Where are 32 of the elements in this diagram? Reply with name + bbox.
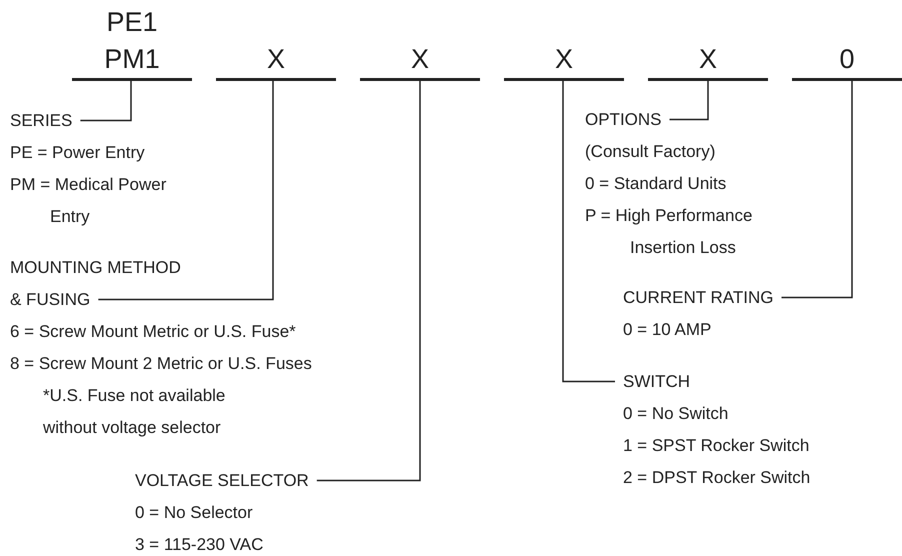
leader-line: [670, 81, 709, 120]
field-heading: CURRENT RATING: [623, 287, 774, 309]
leader-line: [562, 81, 615, 382]
option-code: 0 = No Switch: [623, 403, 730, 425]
option-code: 1 = SPST Rocker Switch: [623, 435, 810, 457]
leader-line: [316, 81, 421, 482]
field-heading: VOLTAGE SELECTOR: [135, 470, 310, 492]
leader-line: [98, 81, 274, 300]
option-code: (Consult Factory): [585, 141, 716, 163]
footnote: *U.S. Fuse not available without voltage selector: [42, 385, 226, 439]
leader-line: [782, 81, 853, 298]
code-position: X: [648, 4, 768, 81]
option-code: 0 = No Selector: [135, 502, 254, 524]
code-position: X: [216, 4, 336, 81]
option-code: PM = Medical Power Entry: [10, 174, 168, 228]
code-position: X: [504, 4, 624, 81]
option-code: P = High Performance Insertion Loss: [585, 205, 754, 259]
field-heading: SWITCH: [623, 371, 692, 393]
option-code: 0 = 10 AMP: [623, 319, 712, 341]
field-heading: OPTIONS: [585, 109, 663, 131]
option-code: 0 = Standard Units: [585, 173, 728, 195]
field-heading: SERIES: [10, 110, 74, 132]
option-code: 2 = DPST Rocker Switch: [623, 467, 812, 489]
code-position: PE1 PM1: [72, 4, 192, 81]
option-code: 6 = Screw Mount Metric or U.S. Fuse*: [10, 321, 297, 343]
option-code: 3 = 115-230 VAC: [135, 534, 264, 556]
option-code: 8 = Screw Mount 2 Metric or U.S. Fuses: [10, 353, 313, 375]
code-position: X: [360, 4, 480, 81]
field-heading: MOUNTING METHOD & FUSING: [10, 257, 182, 311]
code-position: 0: [792, 4, 902, 81]
option-code: PE = Power Entry: [10, 142, 146, 164]
leader-line: [80, 81, 132, 122]
